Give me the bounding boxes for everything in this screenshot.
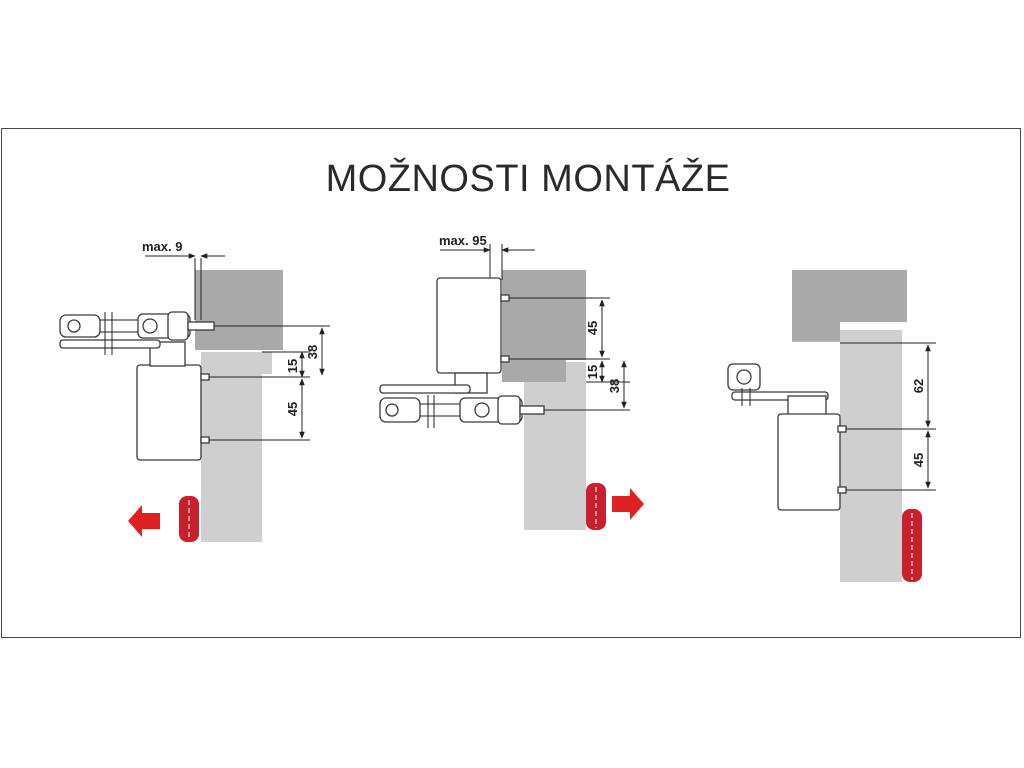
- arrow-right-icon: [612, 488, 644, 520]
- dim-45: 45: [911, 453, 926, 467]
- dim-15: 15: [285, 359, 300, 373]
- dim-45: 45: [285, 402, 300, 416]
- frame-step: [502, 360, 566, 382]
- variant-1: max. 9 38 15 45: [59, 239, 330, 542]
- arrow-left-icon: [128, 505, 160, 537]
- door-leaf: [840, 330, 902, 582]
- variant-2: max. 95 45 15 38: [379, 233, 644, 530]
- offset-label: max. 95: [439, 233, 487, 248]
- dim-45: 45: [585, 321, 600, 335]
- frame-block: [195, 270, 283, 350]
- page-title: MOŽNOSTI MONTÁŽE: [325, 158, 731, 200]
- door-step: [262, 352, 272, 374]
- frame-block: [502, 270, 586, 360]
- closer-arm: [720, 341, 840, 417]
- diagram-frame: [1, 128, 1021, 638]
- closer-body: [777, 413, 841, 511]
- dim-62: 62: [911, 379, 926, 393]
- door-leaf: [201, 352, 262, 542]
- offset-label: max. 9: [142, 239, 182, 254]
- closer-body: [136, 364, 202, 461]
- door-leaf: [524, 382, 586, 530]
- dim-38: 38: [607, 379, 622, 393]
- variant-3: 62 45: [720, 270, 936, 582]
- dim-15: 15: [585, 365, 600, 379]
- closer-arm: [379, 384, 545, 428]
- closer-arm: [59, 311, 215, 355]
- dim-38: 38: [305, 345, 320, 359]
- closer-body: [436, 277, 502, 374]
